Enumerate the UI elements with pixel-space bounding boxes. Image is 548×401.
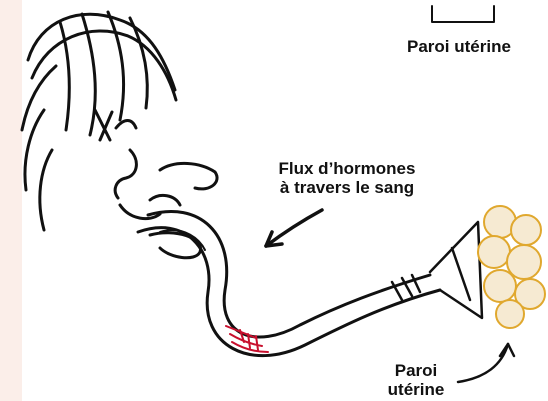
bottom-wall-line2: utérine (384, 380, 448, 399)
flow-arrow (266, 210, 322, 246)
top-wall-bracket (432, 6, 494, 22)
hormone-flow-line2: à travers le sang (258, 178, 436, 197)
hormone-flow-line1: Flux d’hormones (258, 159, 436, 178)
bottom-wall-line1: Paroi (384, 361, 448, 380)
top-uterine-wall-label: Paroi utérine (407, 37, 511, 56)
bottom-arrow (458, 344, 514, 382)
blood-vessel (138, 212, 440, 356)
ovary-follicle (478, 206, 545, 328)
funnel (430, 222, 482, 318)
hormone-flow-label: Flux d’hormones à travers le sang (258, 159, 436, 197)
head-sketch (22, 12, 217, 230)
bottom-uterine-wall-label: Paroi utérine (384, 361, 448, 399)
